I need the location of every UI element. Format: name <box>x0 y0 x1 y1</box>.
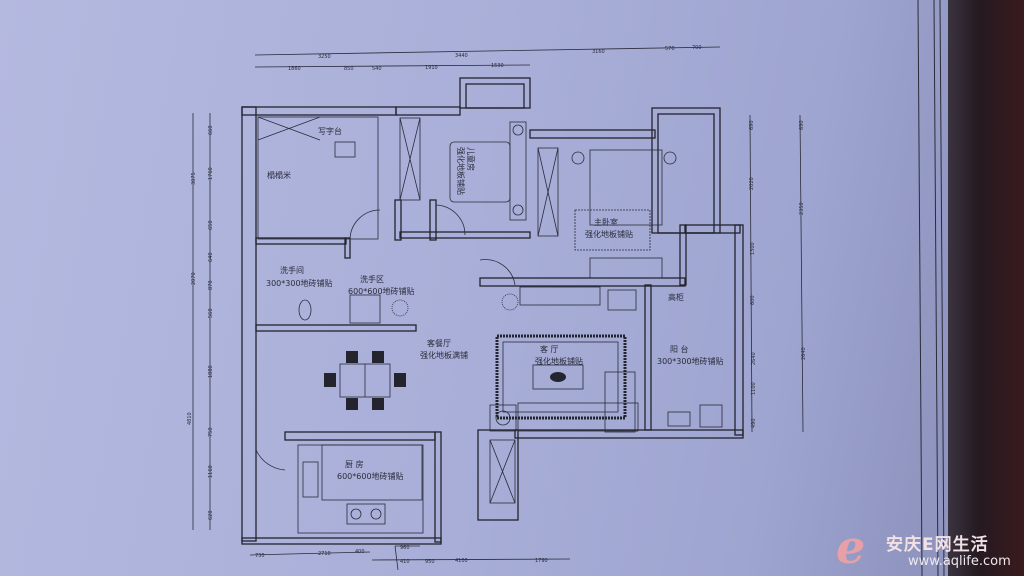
label-kids-room: 儿童房 <box>466 147 476 171</box>
watermark: e 安庆E网生活 www.aqlife.com <box>830 524 1020 576</box>
dim: 2640 <box>751 352 757 365</box>
furniture <box>255 116 723 534</box>
dim: 850 <box>344 66 354 72</box>
dim: 570 <box>665 46 675 52</box>
room-labels: 写字台 榻榻米 儿童房 强化地板铺贴 主卧室 强化地板铺贴 洗手间 300*30… <box>266 126 724 481</box>
page-border <box>917 0 945 576</box>
dim: 1880 <box>208 365 214 378</box>
dim: 690 <box>799 120 805 130</box>
dimension-lines <box>192 46 804 571</box>
dim: 2020 <box>749 177 755 190</box>
dim: 1100 <box>751 382 757 395</box>
dim: 3250 <box>318 54 331 60</box>
label-tatami: 榻榻米 <box>267 170 291 180</box>
walls <box>241 77 744 545</box>
dim: 1860 <box>288 66 301 72</box>
dim: 640 <box>208 252 214 262</box>
label-kitchen: 厨 房 <box>345 459 364 469</box>
dim: 490 <box>751 418 757 428</box>
dim: 660 <box>208 125 214 135</box>
dim: 400 <box>355 549 365 555</box>
label-tall-cabinet: 高柜 <box>668 292 684 302</box>
label-kids-floor: 强化地板铺贴 <box>456 147 466 195</box>
dim: 2710 <box>318 551 331 557</box>
dim: 600 <box>750 295 756 305</box>
label-balcony: 阳 台 <box>670 344 689 354</box>
dark-background-edge <box>948 0 1024 576</box>
dim: 700 <box>692 45 702 51</box>
dim: 4100 <box>455 558 468 564</box>
dim: 3440 <box>455 53 468 59</box>
dimension-texts: 3250 3440 3160 570 700 1860 850 540 1910… <box>187 45 807 565</box>
dim: 1300 <box>750 242 756 255</box>
dim: 620 <box>208 510 214 520</box>
label-desk: 写字台 <box>318 126 342 136</box>
dim: 650 <box>208 220 214 230</box>
dim: 690 <box>749 120 755 130</box>
dim: 960 <box>400 545 410 551</box>
label-kitchen-floor: 600*600地砖铺贴 <box>337 471 404 481</box>
dim: 4810 <box>187 412 193 425</box>
dim: 1530 <box>491 63 504 69</box>
dim: 3160 <box>592 49 605 55</box>
dim: 730 <box>255 553 265 559</box>
label-living: 客 厅 <box>540 344 559 354</box>
label-wc-floor: 300*300地砖铺贴 <box>266 278 333 288</box>
label-wash-area: 洗手区 <box>360 274 384 284</box>
label-master-floor: 强化地板铺贴 <box>585 229 633 239</box>
dim: 1790 <box>535 558 548 564</box>
watermark-url: www.aqlife.com <box>908 554 1011 569</box>
label-dining-floor: 强化地板满铺 <box>420 350 468 360</box>
dim: 750 <box>208 427 214 437</box>
label-living-floor: 强化地板铺贴 <box>535 356 583 366</box>
dim: 410 <box>400 559 410 565</box>
watermark-logo: e <box>836 520 866 574</box>
dim: 1910 <box>425 65 438 71</box>
label-wash-floor: 600*600地砖铺贴 <box>348 286 415 296</box>
label-dining: 客餐厅 <box>427 338 451 348</box>
dim: 950 <box>425 559 435 565</box>
dim: 560 <box>208 308 214 318</box>
dim: 1760 <box>208 167 214 180</box>
dim: 540 <box>372 66 382 72</box>
dim: 2640 <box>801 347 807 360</box>
label-master-bedroom: 主卧室 <box>594 217 618 227</box>
label-balcony-floor: 300*300地砖铺贴 <box>657 356 724 366</box>
dim: 1160 <box>208 465 214 478</box>
watermark-name: 安庆E网生活 <box>886 535 989 555</box>
dim: 870 <box>208 280 214 290</box>
dim: 2070 <box>191 272 197 285</box>
dim: 2350 <box>799 202 805 215</box>
label-wc: 洗手间 <box>280 265 304 275</box>
dim: 3075 <box>191 172 197 185</box>
